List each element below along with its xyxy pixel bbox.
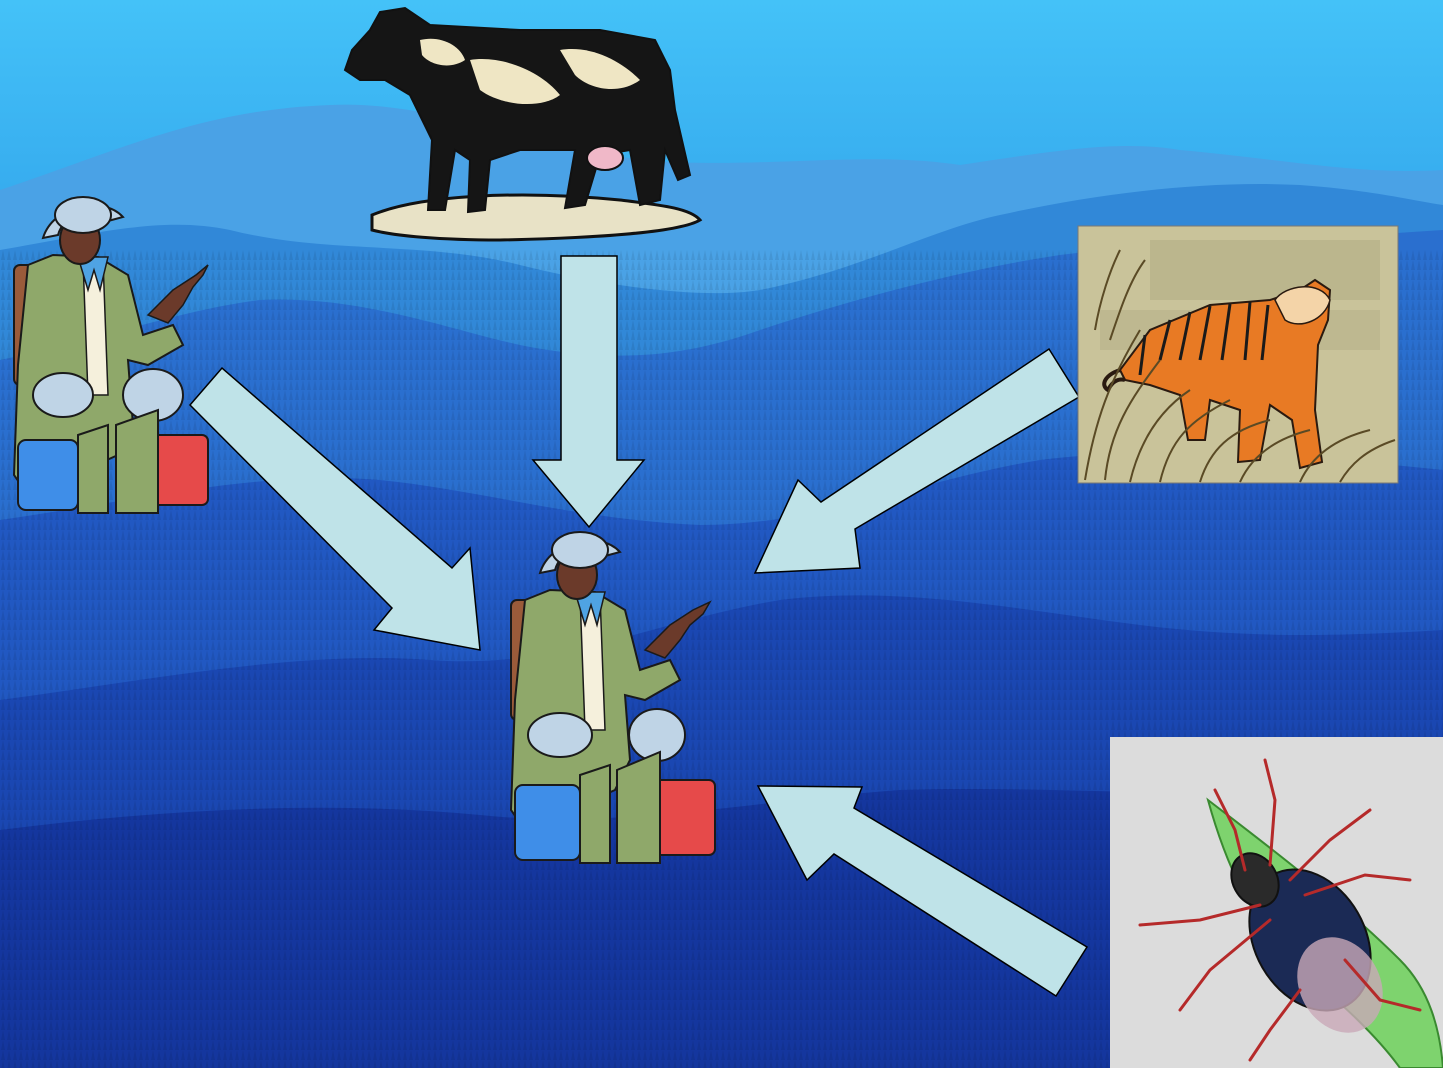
arrow-from-tiger — [753, 347, 1081, 574]
arrow-from-cow — [531, 255, 646, 529]
arrow-from-left-person — [188, 366, 481, 651]
cow-icon — [343, 6, 703, 242]
guide-with-children-icon — [509, 531, 716, 864]
tick-icon — [1110, 737, 1443, 1068]
tiger-icon — [1077, 225, 1399, 484]
guide-with-children-icon — [12, 196, 209, 514]
arrow-from-tick — [756, 785, 1089, 998]
